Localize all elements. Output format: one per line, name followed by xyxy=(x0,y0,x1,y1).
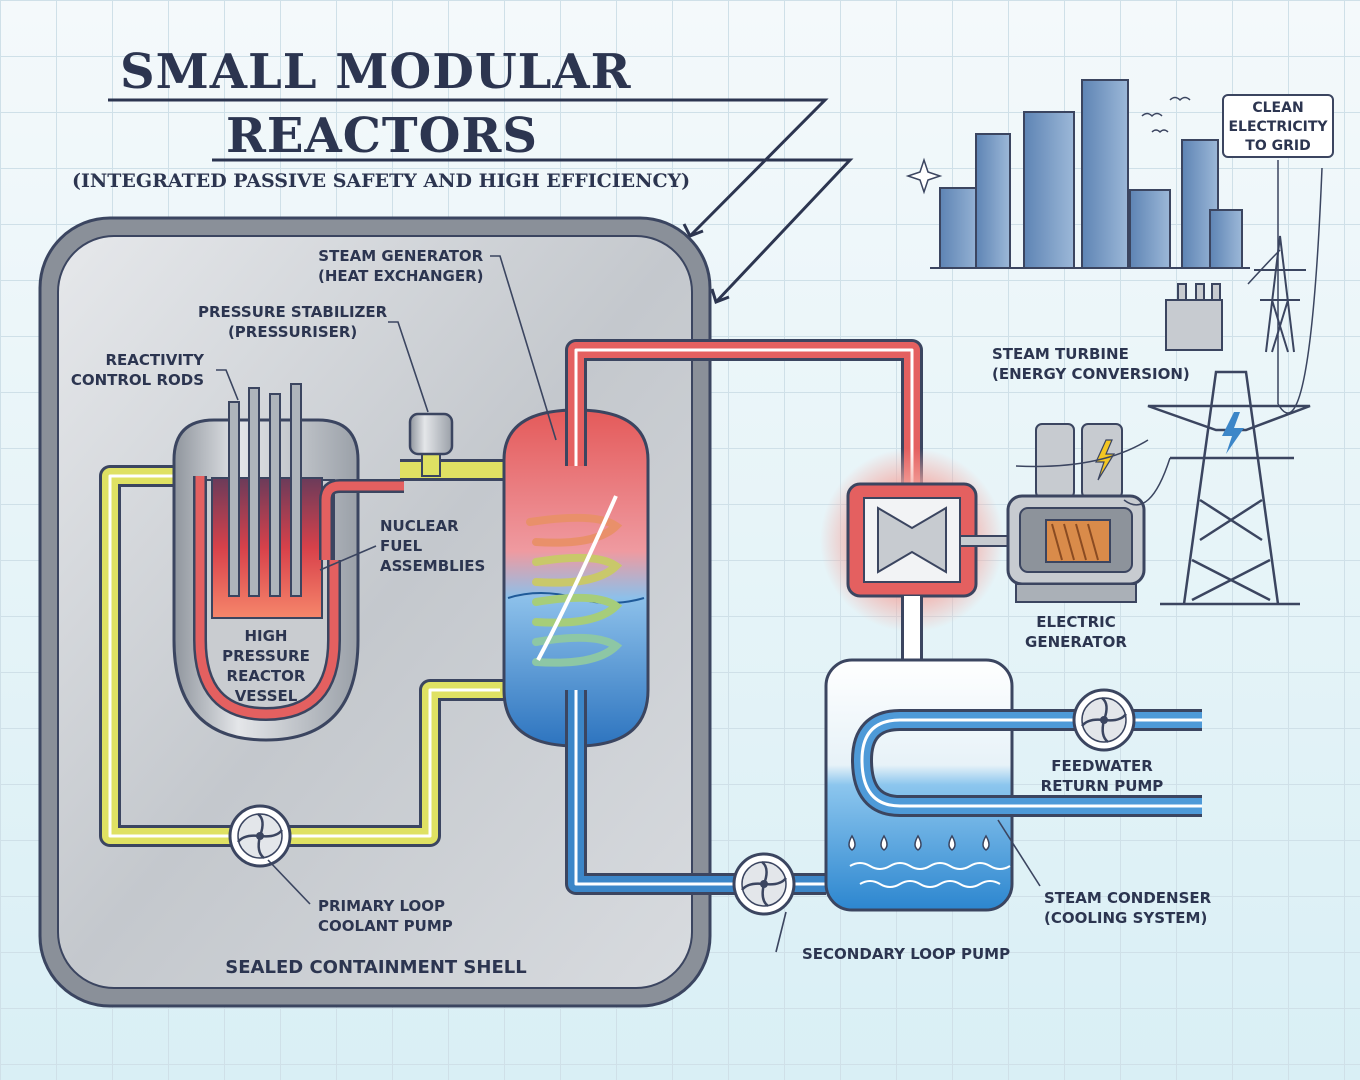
label-fuel-assemblies: NUCLEAR FUEL ASSEMBLIES xyxy=(380,517,486,575)
label-control-rods: REACTIVITY CONTROL RODS xyxy=(70,351,204,389)
secondary-pump-fan-icon xyxy=(732,852,796,916)
label-leaders xyxy=(216,255,1041,953)
page-title-line2: REACTORS xyxy=(226,108,539,164)
label-secondary-pump: SECONDARY LOOP PUMP xyxy=(802,945,1011,963)
label-containment-shell: SEALED CONTAINMENT SHELL xyxy=(225,957,527,978)
steam-turbine xyxy=(820,448,1017,647)
steam-line xyxy=(565,339,923,486)
transformer xyxy=(1165,283,1223,351)
grid-callout: CLEAN ELECTRICITY TO GRID xyxy=(1222,94,1334,158)
city-skyline xyxy=(930,79,1250,269)
large-pylon xyxy=(1147,370,1311,606)
label-primary-pump: PRIMARY LOOP COOLANT PUMP xyxy=(318,897,453,935)
pressurizer xyxy=(408,412,454,477)
label-steam-condenser: STEAM CONDENSER (COOLING SYSTEM) xyxy=(1044,889,1212,927)
label-steam-generator: STEAM GENERATOR (HEAT EXCHANGER) xyxy=(318,247,484,285)
power-lines xyxy=(1015,160,1323,506)
page-title-line1: SMALL MODULAR xyxy=(120,44,632,100)
label-feedwater-pump: FEEDWATER RETURN PUMP xyxy=(1040,757,1164,795)
steam-generator xyxy=(502,408,650,748)
label-reactor-vessel: HIGH PRESSURE REACTOR VESSEL xyxy=(222,627,310,705)
title-pointer-lines xyxy=(108,98,854,304)
primary-pump-fan-icon xyxy=(228,804,292,868)
bird-icon xyxy=(1141,96,1191,134)
page-subtitle: (INTEGRATED PASSIVE SAFETY AND HIGH EFFI… xyxy=(72,170,691,192)
electric-generator xyxy=(1006,423,1146,603)
label-electric-generator: ELECTRIC GENERATOR xyxy=(1025,613,1127,651)
cooling-water-loop xyxy=(851,709,1202,817)
feedwater-pump-fan-icon xyxy=(1072,688,1136,752)
lightning-icon xyxy=(1095,439,1116,481)
control-rods xyxy=(228,383,302,597)
sparkle-icon xyxy=(905,157,943,195)
label-pressure-stabilizer: PRESSURE STABILIZER (PRESSURISER) xyxy=(198,303,388,341)
label-steam-turbine: STEAM TURBINE (ENERGY CONVERSION) xyxy=(992,345,1190,383)
steam-condenser xyxy=(824,658,1014,912)
reactor-vessel xyxy=(172,383,404,742)
small-pylon xyxy=(1254,235,1306,353)
pylon-lightning-icon xyxy=(1222,412,1244,454)
